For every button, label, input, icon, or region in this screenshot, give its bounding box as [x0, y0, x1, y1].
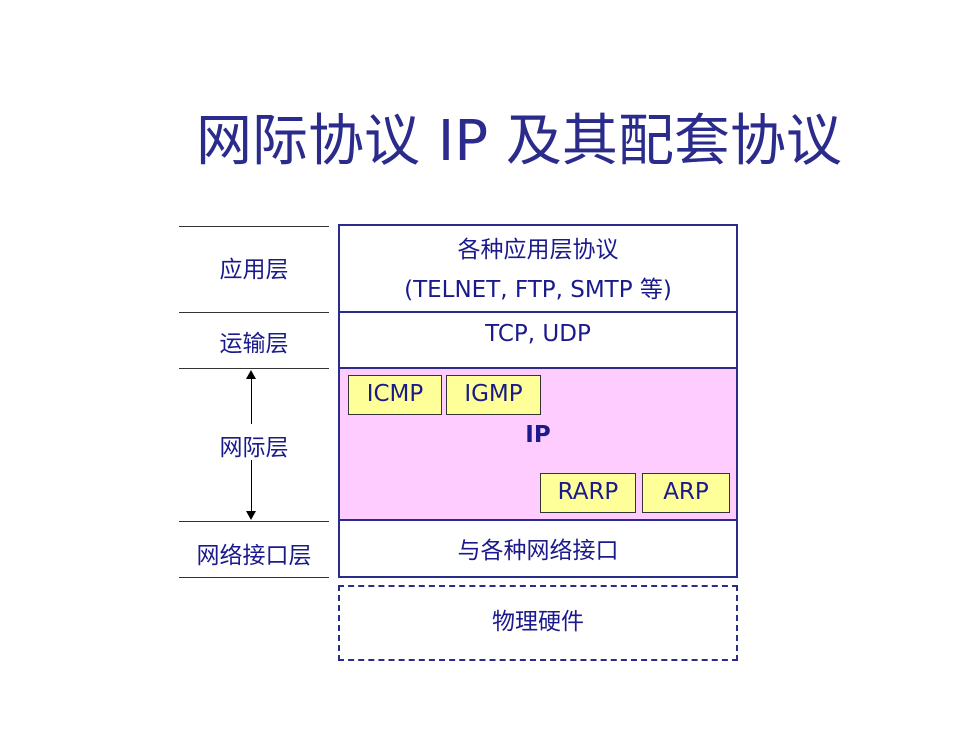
physical-hardware-text: 物理硬件	[492, 609, 584, 635]
protocol-box-rarp: RARP	[540, 473, 636, 513]
arrow-shaft-top	[251, 378, 252, 424]
application-protocols-line1: 各种应用层协议	[457, 237, 619, 263]
left-separator-transport-internet	[179, 368, 329, 369]
stack-divider-internet-netif	[338, 519, 738, 521]
page-title: 网际协议 IP 及其配套协议	[196, 109, 842, 174]
layer-label-transport: 运输层	[219, 331, 289, 357]
left-separator-app-transport	[179, 312, 329, 313]
protocol-box-arp: ARP	[642, 473, 730, 513]
layer-label-application: 应用层	[219, 257, 289, 283]
protocol-box-icmp: ICMP	[348, 375, 442, 415]
ip-label: IP	[525, 422, 551, 448]
arrow-down-icon	[246, 511, 256, 520]
protocol-stack-box	[338, 224, 738, 578]
application-protocols-line2: (TELNET, FTP, SMTP 等)	[404, 277, 672, 303]
stack-divider-app-transport	[338, 311, 738, 313]
network-interface-text: 与各种网络接口	[457, 538, 619, 564]
layer-label-network-interface: 网络接口层	[196, 543, 312, 569]
left-separator-top	[179, 226, 329, 227]
left-separator-internet-netif	[179, 521, 329, 522]
layer-label-internet: 网际层	[179, 428, 329, 462]
stack-divider-transport-internet	[338, 367, 738, 369]
arrow-up-icon	[246, 370, 256, 379]
arrow-shaft-bottom	[251, 460, 252, 512]
left-separator-bottom	[179, 577, 329, 578]
protocol-box-igmp: IGMP	[446, 375, 541, 415]
physical-hardware-box	[338, 585, 738, 661]
transport-protocols: TCP, UDP	[485, 321, 591, 347]
